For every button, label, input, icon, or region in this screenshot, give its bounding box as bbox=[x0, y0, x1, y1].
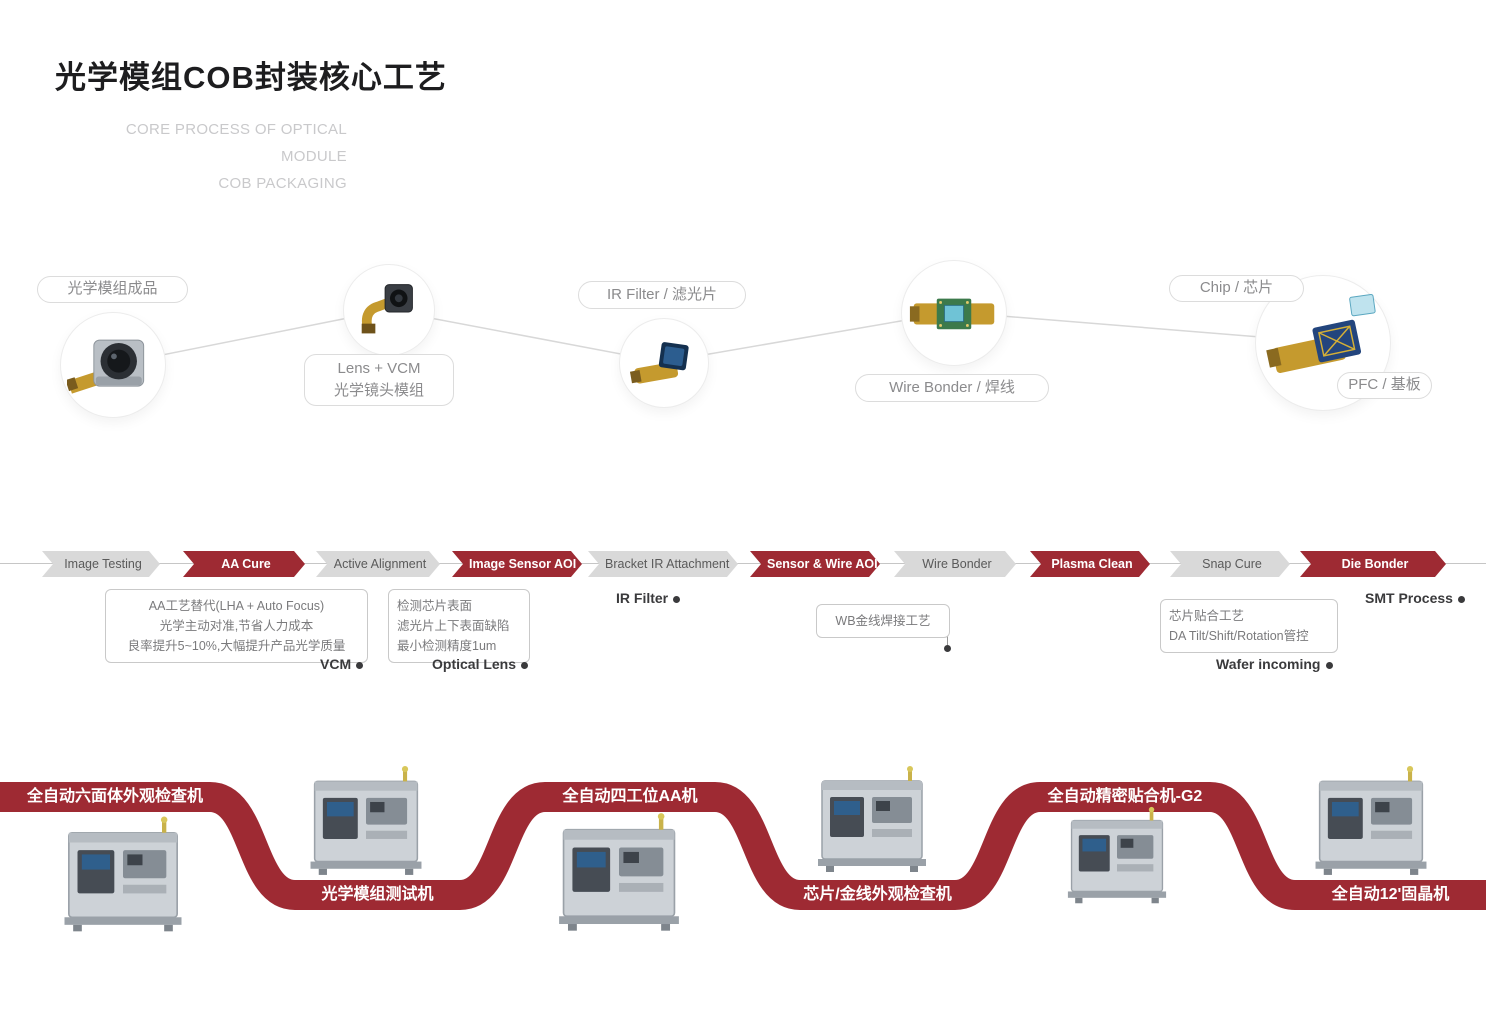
label-text: PFC / 基板 bbox=[1348, 376, 1421, 394]
process-step-aa-cure: AA Cure bbox=[183, 551, 305, 577]
tag-text: Optical Lens bbox=[432, 656, 517, 672]
process-step-bracket-ir-attachment: Bracket IR Attachment bbox=[588, 551, 738, 577]
ir-filter-image bbox=[629, 342, 689, 384]
machine-image-aa-machine bbox=[558, 812, 680, 932]
machine-ribbon bbox=[0, 782, 1486, 910]
node-lens-vcm bbox=[343, 264, 435, 356]
sensor-aoi-note: 检测芯片表面 滤光片上下表面缺陷 最小检测精度1um bbox=[388, 589, 530, 663]
smt-process-tag: SMT Process bbox=[1365, 590, 1465, 606]
marker-dot bbox=[521, 661, 529, 669]
note-line: DA Tilt/Shift/Rotation管控 bbox=[1169, 629, 1309, 643]
node-finished-module bbox=[60, 312, 166, 418]
wb-marker-dot bbox=[944, 645, 951, 652]
subtitle-line-1: CORE PROCESS OF OPTICAL MODULE bbox=[125, 121, 347, 165]
banner-precision-bonder: 全自动精密贴合机-G2 bbox=[1047, 788, 1203, 805]
label-ir-filter: IR Filter / 滤光片 bbox=[578, 281, 746, 309]
label-text: Lens + VCM bbox=[337, 359, 421, 377]
vcm-tag: VCM bbox=[320, 656, 364, 672]
label-text: 光学模组成品 bbox=[67, 280, 158, 298]
process-step-sensor-wire-aoi: Sensor & Wire AOI bbox=[750, 551, 880, 577]
marker-dot bbox=[1457, 595, 1465, 603]
banner-module-tester: 光学模组测试机 bbox=[321, 886, 434, 903]
node-ir-filter bbox=[619, 318, 709, 408]
marker-dot bbox=[1325, 661, 1333, 669]
process-baseline bbox=[0, 563, 1486, 564]
machine-image-die-bonder bbox=[1314, 765, 1428, 876]
label-finished-module: 光学模组成品 bbox=[37, 276, 188, 303]
tag-text: SMT Process bbox=[1365, 590, 1453, 606]
label-lens-vcm: Lens + VCM 光学镜头模组 bbox=[304, 354, 454, 406]
machine-image-chip-wire-aoi bbox=[817, 765, 927, 873]
note-line: 光学主动对准,节省人力成本 bbox=[159, 619, 314, 633]
process-step-active-alignment: Active Alignment bbox=[316, 551, 440, 577]
process-step-image-sensor-aoi: Image Sensor AOI bbox=[452, 551, 582, 577]
marker-dot bbox=[673, 595, 681, 603]
banner-aa-machine: 全自动四工位AA机 bbox=[562, 788, 698, 805]
process-step-wire-bonder: Wire Bonder bbox=[894, 551, 1016, 577]
label-wire-bonder: Wire Bonder / 焊线 bbox=[855, 374, 1049, 402]
label-chip: Chip / 芯片 bbox=[1169, 275, 1304, 302]
optical-lens-tag: Optical Lens bbox=[432, 656, 529, 672]
banner-die-bonder: 全自动12'固晶机 bbox=[1331, 886, 1450, 903]
process-step-image-testing: Image Testing bbox=[42, 551, 160, 577]
tag-text: Wafer incoming bbox=[1216, 656, 1321, 672]
machine-image-hexahedron-inspector bbox=[63, 815, 183, 933]
note-line: AA工艺替代(LHA + Auto Focus) bbox=[148, 599, 325, 613]
chip-pfc-image bbox=[1266, 294, 1376, 373]
note-line: 检测芯片表面 bbox=[397, 599, 473, 613]
lens-vcm-image bbox=[361, 284, 413, 334]
wafer-incoming-tag: Wafer incoming bbox=[1216, 656, 1333, 672]
page-subtitle: CORE PROCESS OF OPTICAL MODULE COB PACKA… bbox=[57, 116, 347, 197]
marker-dot bbox=[356, 661, 364, 669]
note-line: 芯片贴合工艺 bbox=[1169, 609, 1245, 623]
ir-filter-tag: IR Filter bbox=[616, 590, 681, 606]
process-step-plasma-clean: Plasma Clean bbox=[1030, 551, 1150, 577]
label-pfc: PFC / 基板 bbox=[1337, 372, 1432, 399]
label-text: 光学镜头模组 bbox=[333, 382, 424, 399]
label-text: IR Filter / 滤光片 bbox=[606, 285, 717, 303]
bonded-pcb-image bbox=[909, 298, 995, 330]
tag-text: VCM bbox=[320, 656, 352, 672]
wire-bond-note: WB金线焊接工艺 bbox=[816, 604, 950, 638]
note-line: 良率提升5~10%,大幅提升产品光学质量 bbox=[127, 639, 346, 653]
wb-connector-line bbox=[947, 633, 948, 645]
banner-chip-wire-aoi: 芯片/金线外观检查机 bbox=[803, 886, 952, 903]
page-title: 光学模组COB封装核心工艺 bbox=[55, 60, 447, 95]
process-step-snap-cure: Snap Cure bbox=[1170, 551, 1290, 577]
label-text: Wire Bonder / 焊线 bbox=[889, 378, 1015, 396]
subtitle-line-2: COB PACKAGING bbox=[218, 175, 347, 192]
tag-text: IR Filter bbox=[616, 590, 669, 606]
aa-process-note: AA工艺替代(LHA + Auto Focus) 光学主动对准,节省人力成本 良… bbox=[105, 589, 368, 663]
note-line: 最小检测精度1um bbox=[397, 639, 497, 653]
label-text: Chip / 芯片 bbox=[1199, 279, 1274, 297]
machine-image-module-tester bbox=[309, 765, 423, 876]
note-line: WB金线焊接工艺 bbox=[835, 614, 931, 628]
note-line: 滤光片上下表面缺陷 bbox=[397, 619, 510, 633]
camera-module-image bbox=[67, 339, 145, 394]
process-step-die-bonder: Die Bonder bbox=[1300, 551, 1446, 577]
machine-image-precision-bonder bbox=[1067, 806, 1167, 904]
die-bond-note: 芯片贴合工艺 DA Tilt/Shift/Rotation管控 bbox=[1160, 599, 1338, 653]
node-wire-bonder-board bbox=[901, 260, 1007, 366]
banner-hexahedron-inspector: 全自动六面体外观检查机 bbox=[26, 788, 203, 805]
